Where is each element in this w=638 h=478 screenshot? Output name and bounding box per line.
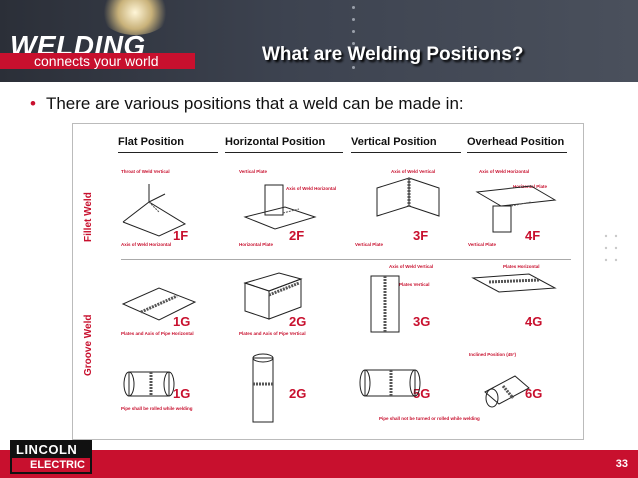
column-underline	[467, 152, 567, 153]
code-3g: 3G	[413, 314, 431, 329]
column-header-vertical: Vertical Position	[351, 136, 437, 148]
code-2g: 2G	[289, 314, 307, 329]
pipe-6g-drawing	[484, 375, 530, 408]
label-axis-o: Axis of Weld Horizontal	[479, 169, 530, 174]
label-axis-v: Axis of Weld Vertical	[391, 169, 436, 174]
label-plates-axis-vert: Plates and Axis of Pipe Vertical	[239, 331, 306, 336]
page-number: 33	[615, 458, 628, 470]
pipe-1g-drawing	[123, 371, 175, 397]
decorative-dots	[604, 234, 618, 262]
header-banner: WELDING connects your world What are Wel…	[0, 0, 638, 82]
label-vertical-plate-v: Vertical Plate	[355, 242, 384, 247]
label-pipe-not-turned: Pipe shall not be turned or rolled while…	[379, 416, 480, 421]
label-horizontal-plate: Horizontal Plate	[239, 242, 274, 247]
code-1f: 1F	[173, 228, 189, 243]
row-separator	[121, 259, 571, 260]
groove-horizontal-drawing	[243, 272, 303, 320]
code-4f: 4F	[525, 228, 541, 243]
column-underline	[225, 152, 343, 153]
column-underline	[118, 152, 218, 153]
pipe-2g-drawing	[252, 353, 274, 423]
bullet-icon: •	[30, 94, 36, 113]
code-3f: 3F	[413, 228, 429, 243]
code-1g-pipe: 1G	[173, 386, 191, 401]
lincoln-electric-logo: LINCOLN ELECTRIC	[10, 440, 92, 474]
code-5g: 5G	[413, 386, 431, 401]
label-plates-axis-flat: Plates and Axis of Pipe Horizontal	[121, 331, 194, 336]
code-2f: 2F	[289, 228, 305, 243]
label-throat-flat: Throat of Weld Vertical	[121, 169, 170, 174]
label-axis-flat: Axis of Weld Horizontal	[121, 242, 172, 247]
label-plates-vertical: Plates Vertical	[399, 282, 430, 287]
groove-overhead-drawing	[471, 273, 557, 293]
pipe-5g-drawing	[359, 369, 421, 397]
bullet-text: There are various positions that a weld …	[45, 94, 464, 113]
decorative-dots	[352, 6, 358, 78]
column-underline	[351, 152, 461, 153]
row-label-fillet: Fillet Weld	[83, 192, 94, 242]
welding-spark-image	[100, 0, 170, 35]
code-4g: 4G	[525, 314, 543, 329]
fillet-vertical-drawing	[376, 177, 440, 217]
logo-lincoln: LINCOLN	[12, 442, 90, 458]
label-inclined: Inclined Position (45°)	[469, 352, 517, 357]
fillet-overhead-drawing	[475, 185, 557, 233]
label-plates-horizontal: Plates Horizontal	[503, 264, 540, 269]
column-header-flat: Flat Position	[118, 136, 184, 148]
logo-electric: ELECTRIC	[12, 458, 90, 472]
code-6g: 6G	[525, 386, 543, 401]
groove-vertical-drawing	[370, 275, 400, 333]
welding-tagline: connects your world	[0, 53, 195, 69]
bullet-point: • There are various positions that a weld…	[30, 94, 464, 114]
row-label-groove: Groove Weld	[83, 314, 94, 377]
label-axis-v-groove: Axis of Weld Vertical	[389, 264, 434, 269]
column-header-horizontal: Horizontal Position	[225, 136, 326, 148]
fillet-horizontal-drawing	[243, 184, 317, 230]
welding-positions-diagram: Flat Position Horizontal Position Vertic…	[72, 123, 584, 440]
code-2g-pipe: 2G	[289, 386, 307, 401]
footer-bar	[0, 450, 638, 478]
groove-flat-drawing	[121, 287, 197, 321]
fillet-flat-drawing	[122, 184, 187, 237]
label-pipe-rolled: Pipe shall be rolled while welding	[121, 406, 193, 411]
slide-title: What are Welding Positions?	[262, 44, 524, 65]
label-axis-h: Axis of Weld Horizontal	[286, 186, 337, 191]
label-vertical-plate-o: Vertical Plate	[468, 242, 497, 247]
code-1g: 1G	[173, 314, 191, 329]
label-vertical-plate-h: Vertical Plate	[239, 169, 268, 174]
column-header-overhead: Overhead Position	[467, 136, 565, 148]
